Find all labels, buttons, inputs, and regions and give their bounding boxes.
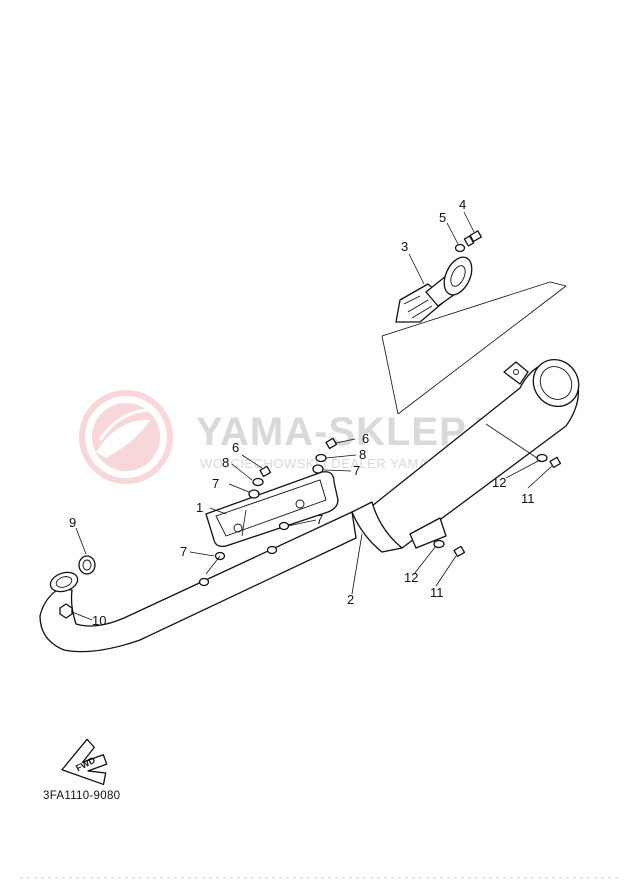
callouts: 4 5 3 6 6 8 8 7 7 1 7 7 9 10 2 12 11 12 … (69, 197, 535, 628)
callout-10: 10 (92, 613, 106, 628)
callout-7b: 7 (353, 463, 360, 478)
callout-11a: 11 (521, 491, 535, 506)
callout-4: 4 (459, 197, 466, 212)
bolt-4-icon (463, 230, 482, 247)
callout-9: 9 (69, 515, 76, 530)
callout-5: 5 (439, 210, 446, 225)
washer-8b-icon (315, 453, 327, 463)
washer-12b-icon (433, 539, 445, 549)
callout-11b: 11 (430, 585, 444, 600)
grommet-7a-icon (248, 489, 260, 499)
nut-10-icon (59, 603, 73, 619)
watermark-logo-icon (79, 390, 173, 484)
bolt-11a-icon (549, 456, 562, 469)
fwd-arrow-icon: FWD (61, 738, 108, 786)
callout-6a: 6 (232, 440, 239, 455)
bolt-11b-icon (453, 545, 466, 558)
gasket-9-icon (78, 555, 96, 575)
hardware (59, 230, 562, 619)
callout-12b: 12 (404, 570, 418, 585)
grommet-7f-icon (198, 577, 210, 587)
washer-5-icon (454, 243, 466, 253)
grommet-7c-icon (278, 521, 290, 531)
grommet-7e-icon (266, 545, 278, 555)
assembly-guide-lines (381, 281, 567, 461)
watermark-subtitle: WOJCIECHOWSKI | DEALER YAMAHA (200, 456, 447, 471)
leader-lines (71, 211, 553, 621)
callout-1: 1 (196, 500, 203, 515)
callout-8a: 8 (222, 455, 229, 470)
diagram-code: 3FA1110-9080 (43, 790, 120, 802)
heat-protector (205, 471, 339, 548)
washer-8a-icon (252, 477, 264, 487)
callout-3: 3 (401, 239, 408, 254)
callout-2: 2 (347, 592, 354, 607)
bolt-6a-icon (259, 465, 272, 478)
callout-7a: 7 (212, 476, 219, 491)
callout-8b: 8 (359, 447, 366, 462)
washer-12a-icon (536, 453, 548, 463)
muffler-assembly (39, 358, 580, 653)
grommet-7b-icon (312, 464, 324, 474)
callout-7c: 7 (316, 512, 323, 527)
callout-12a: 12 (492, 475, 506, 490)
spark-arrester (395, 256, 473, 323)
callout-6b: 6 (362, 431, 369, 446)
callout-7d: 7 (180, 544, 187, 559)
bolt-6b-icon (325, 437, 338, 450)
